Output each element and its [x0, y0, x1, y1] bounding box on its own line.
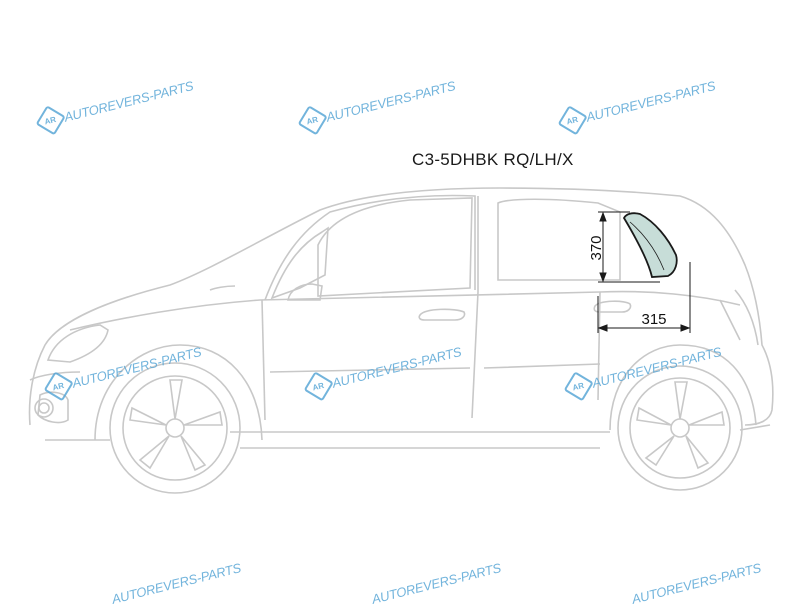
dimension-height-label: 370 [588, 235, 605, 260]
dimension-lines [597, 211, 691, 333]
glass-inner-edge [629, 221, 665, 271]
dimension-width-label: 315 [641, 311, 666, 328]
front-wheel [109, 362, 241, 494]
rear-wheel [617, 365, 743, 491]
part-code-label: C3-5DHBK RQ/LH/X [412, 150, 574, 169]
car-body-outline [28, 187, 774, 449]
